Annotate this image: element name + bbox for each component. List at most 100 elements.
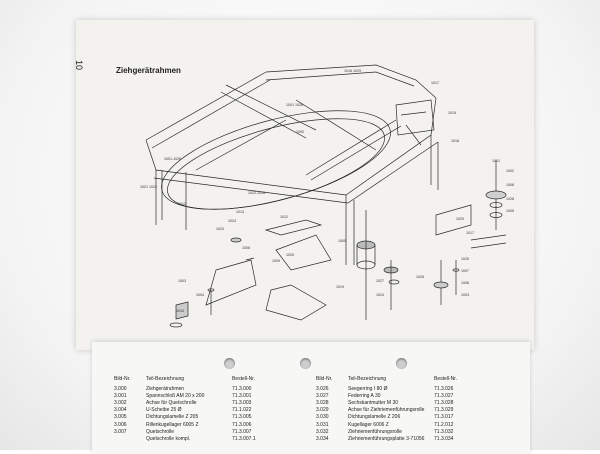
part-label: 1017 (466, 231, 474, 235)
cell-desc: Quetschrolle kompl. (146, 435, 191, 442)
part-label: 1028 (506, 197, 514, 201)
cell-order: 71.2.012 (434, 421, 454, 428)
cell-order: 71.1.022 (232, 407, 252, 414)
binding-hole (224, 358, 235, 369)
cell-nr: 3.030 (316, 414, 329, 421)
part-label: 1022-1026 (248, 191, 265, 195)
header-order: Bestell-Nr. (232, 376, 256, 382)
part-label: 1024 (376, 293, 384, 297)
part-label: 1026 (416, 275, 424, 279)
cell-nr: 3.002 (114, 400, 127, 407)
cell-desc: Achse für Ziehriemenführungsrolle (348, 407, 425, 414)
table-header-row: Bild-Nr. Teil-Bezeichnung Bestell-Nr. (316, 376, 468, 386)
part-label: 1018 (451, 139, 459, 143)
part-label: 1001 (492, 159, 500, 163)
header-nr: Bild-Nr. (114, 376, 131, 382)
binding-hole (396, 358, 407, 369)
part-label: 1020 (456, 217, 464, 221)
binding-hole (300, 358, 311, 369)
header-desc: Teil-Bezeichnung (146, 376, 185, 382)
cell-desc: Sechskantmutter M 30 (348, 400, 399, 407)
cell-desc: Dichtungslamelle Z 205 (146, 414, 199, 421)
cell-nr (114, 436, 146, 443)
cell-desc: U-Scheibe 25 Ø (146, 407, 182, 414)
table-row: Quetschrolle kompl. 71.3.007.1 (114, 436, 266, 443)
skid-left (205, 259, 257, 306)
cell-nr: 3.034 (316, 435, 329, 442)
table-row: 3.034 Ziehriemenführungsplatte 3-71056 71.… (316, 436, 468, 443)
page-title: Ziehgerätrahmen (116, 66, 181, 75)
cell-nr: 3.004 (114, 407, 127, 414)
cell-nr: 3.007 (114, 428, 127, 435)
cell-order: 71.3.005 (232, 414, 252, 421)
part-label: 1024 (228, 219, 236, 223)
part-label: 1021 1022 (140, 185, 157, 189)
part-label: 1001-1026 (164, 157, 181, 161)
table-row: 3.027 Federring A 30 71.3.027 (316, 393, 468, 400)
header-nr: Bild-Nr. (316, 376, 333, 382)
part-label: 1023 (216, 227, 224, 231)
frame-top-rail-back (265, 64, 437, 99)
exploded-view-drawing: 1016 1029 1017 1015 1018 1001 1028 1000 … (140, 64, 514, 328)
cell-desc: Ziehriemenführungsplatte 3-71056 (348, 435, 425, 442)
table-row: 3.004 U-Scheibe 25 Ø 71.1.022 (114, 407, 266, 414)
cell-nr: 3.029 (316, 407, 329, 414)
parts-list-sheet (92, 342, 530, 454)
part-label: 1008 (506, 183, 514, 187)
cell-order: 71.3.032 (434, 428, 454, 435)
catalog-page (76, 20, 534, 350)
cell-order: 71.3.034 (434, 435, 454, 442)
table-row: 3.005 Dichtungslamelle Z 205 71.3.005 (114, 414, 266, 421)
part-label: 1003 (178, 279, 186, 283)
header-order: Bestell-Nr. (434, 376, 458, 382)
cell-nr: 3.027 (316, 393, 329, 400)
part-label: 1015 (448, 111, 456, 115)
cell-desc: Kugellager 6006 Z (348, 421, 389, 428)
parts-table-right: Bild-Nr. Teil-Bezeichnung Bestell-Nr. 3.… (316, 376, 468, 443)
parts-table-left: Bild-Nr. Teil-Bezeichnung Bestell-Nr. 3.… (114, 376, 266, 443)
table-row: 3.030 Dichtungslamelle Z 206 71.3.017 (316, 414, 468, 421)
frame-top-rail-left (145, 71, 267, 141)
part-label: 1013 (236, 210, 244, 214)
part-label: 1005 (506, 209, 514, 213)
cell-nr: 3.028 (316, 400, 329, 407)
cell-order: 71.3.026 (434, 386, 454, 393)
cell-nr: 3.032 (316, 428, 329, 435)
frame-ring (161, 110, 391, 210)
cell-order: 71.3.017 (434, 414, 454, 421)
part-label: 1012 (280, 215, 288, 219)
part-label: 1004 (196, 293, 204, 297)
part-label: 1003 (461, 293, 469, 297)
cell-nr: 3.000 (114, 386, 127, 393)
cell-order: 71.3.007.1 (232, 435, 256, 442)
part-label: 1007 (461, 269, 469, 273)
cell-nr: 3.031 (316, 421, 329, 428)
part-label: 1010 (176, 309, 184, 313)
cell-nr: 3.001 (114, 393, 127, 400)
part-label: 1025 (286, 253, 294, 257)
cell-desc: Dichtungslamelle Z 206 (348, 414, 401, 421)
cell-desc: Rillenkugellager 6005 Z (146, 421, 199, 428)
part-label: 1016 1029 (344, 69, 361, 73)
cell-order: 71.3.027 (434, 393, 454, 400)
table-row: 3.031 Kugellager 6006 Z 71.2.012 (316, 422, 468, 429)
cell-desc: Achse für Quetschrolle (146, 400, 197, 407)
header-desc: Teil-Bezeichnung (348, 376, 387, 382)
cell-order: 71.3.003 (232, 400, 252, 407)
part-label: 1012 (178, 202, 186, 206)
part-label: 1005 (338, 239, 346, 243)
part-label: 1000 (296, 130, 304, 134)
cell-nr: 3.005 (114, 414, 127, 421)
table-header-row: Bild-Nr. Teil-Bezeichnung Bestell-Nr. (114, 376, 266, 386)
table-row: 3.002 Achse für Quetschrolle 71.3.003 (114, 400, 266, 407)
frame-front-rail (145, 139, 347, 196)
cell-desc: Federring A 30 (348, 393, 381, 400)
part-label: 1009 (272, 259, 280, 263)
